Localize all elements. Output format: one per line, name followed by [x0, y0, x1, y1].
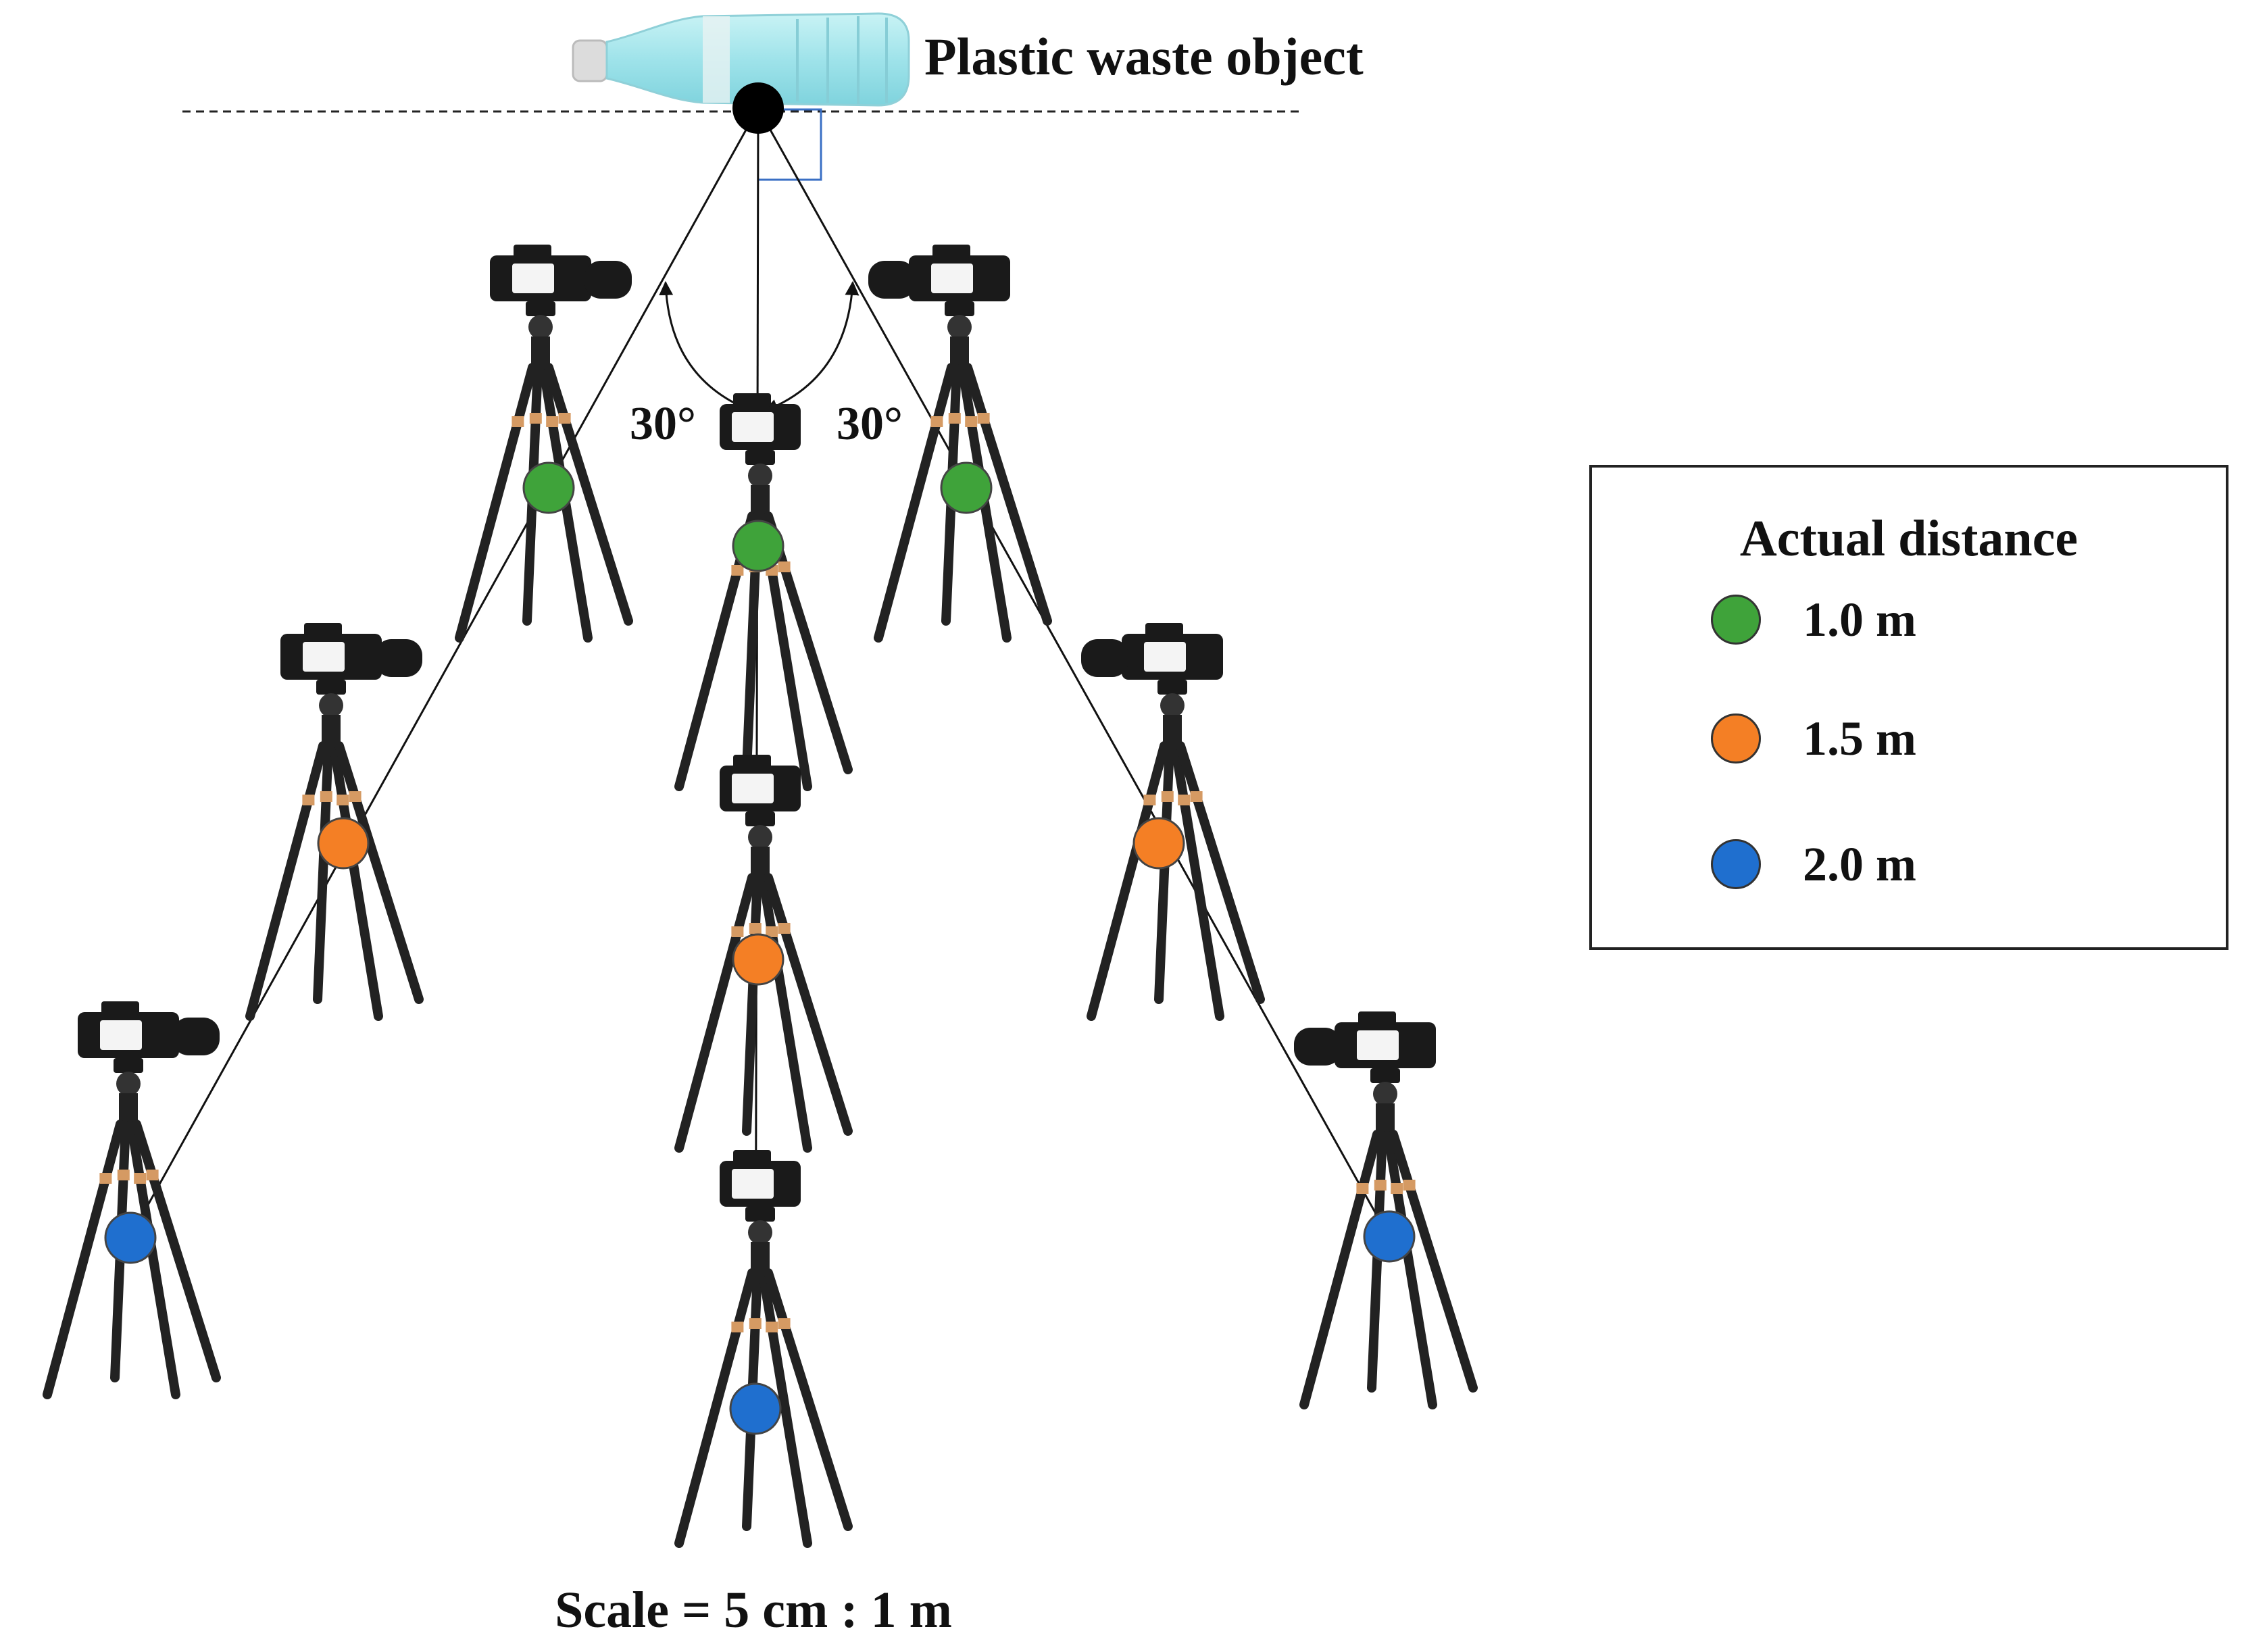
legend-item-1-5m: 1.5 m [1711, 708, 1916, 769]
legend-item-1m: 1.0 m [1711, 589, 1916, 650]
legend-dot-blue [1711, 839, 1761, 889]
angle-arc-right [764, 280, 860, 413]
legend: Actual distance 1.0 m 1.5 m 2.0 m [1589, 465, 2228, 950]
distance-marker [317, 817, 370, 870]
tripod-camera-icon [455, 245, 633, 643]
legend-label: 1.5 m [1803, 711, 1916, 766]
object-label: Plastic waste object [924, 27, 1364, 86]
ray-left [129, 107, 759, 1237]
distance-marker-group [104, 461, 1416, 1435]
distance-marker [729, 1382, 782, 1435]
tripod-camera-icon [43, 1001, 221, 1399]
legend-dot-green [1711, 595, 1761, 645]
plastic-bottle-icon [572, 12, 910, 107]
distance-marker [522, 461, 575, 514]
legend-title: Actual distance [1739, 510, 2078, 567]
angle-label-right: 30° [837, 398, 903, 450]
distance-marker [940, 461, 993, 514]
legend-dot-orange [1711, 714, 1761, 764]
tripod-camera-icon [674, 755, 853, 1153]
tripod-camera-icon [1081, 623, 1265, 1021]
object-point [732, 82, 784, 134]
legend-label: 2.0 m [1803, 836, 1916, 891]
tripod-camera-icon [674, 393, 853, 791]
distance-marker [104, 1211, 157, 1264]
distance-marker [732, 933, 784, 986]
tripod-camera-icon [245, 623, 424, 1021]
angle-label-left: 30° [630, 398, 696, 450]
distance-marker [1132, 817, 1185, 870]
distance-marker [732, 520, 784, 572]
tripod-camera-icon [1294, 1011, 1478, 1409]
scale-label: Scale = 5 cm : 1 m [555, 1582, 952, 1638]
tripod-group [43, 245, 1478, 1548]
angle-arc-left [659, 280, 753, 413]
legend-label: 1.0 m [1803, 592, 1916, 647]
distance-marker [1363, 1210, 1416, 1263]
legend-item-2m: 2.0 m [1711, 834, 1916, 895]
right-angle-marker [758, 108, 822, 181]
ray-right [757, 107, 1390, 1237]
tripod-camera-icon [674, 1150, 853, 1548]
